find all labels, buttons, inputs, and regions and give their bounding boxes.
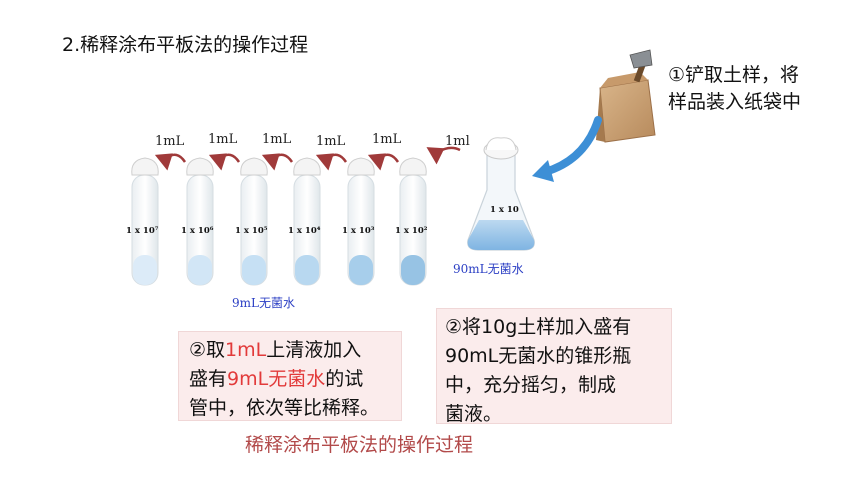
test-tube-1e7 (131, 157, 159, 286)
transfer-arrows (154, 146, 461, 171)
test-tube-1e4 (293, 157, 321, 286)
flask-transfer-label: 1ml (445, 134, 470, 149)
conical-flask (467, 137, 535, 251)
water-highlight: 9mL无菌水 (227, 368, 326, 390)
trowel-icon (629, 49, 653, 83)
test-tube-1e5 (240, 157, 268, 286)
tube-transfer-label: 1mL (372, 132, 402, 147)
step3-box: ②将10g土样加入盛有 90mL无菌水的锥形瓶 中，充分摇匀，制成 菌液。 (436, 308, 672, 425)
tube-water-label: 9mL无菌水 (232, 296, 295, 310)
step3-line: 菌液。 (445, 403, 503, 425)
step1-line: ①铲取土样，将 (668, 64, 800, 86)
test-tube-1e6 (186, 157, 214, 286)
step2-line-1: ②取1mL上清液加入 (189, 339, 362, 361)
test-tube-1e3 (347, 157, 375, 286)
pour-arrow-icon (541, 116, 602, 176)
test-tube-rack (131, 157, 427, 286)
test-tube-1e2 (399, 157, 427, 286)
tube-transfer-label: 1mL (316, 134, 346, 149)
paper-bag-icon (596, 72, 656, 143)
flask-water-label: 90mL无菌水 (453, 262, 524, 276)
step3-line: ②将10g土样加入盛有 (445, 316, 632, 338)
dilution-label: 1 x 10² (395, 226, 428, 236)
step2-box: ②取1mL上清液加入 盛有9mL无菌水的试 管中，依次等比稀释。 (178, 331, 402, 421)
dilution-label: 1 x 10⁵ (235, 226, 268, 236)
step1-line: 样品装入纸袋中 (668, 91, 802, 113)
tube-transfer-label: 1mL (155, 134, 185, 149)
tube-transfer-label: 1mL (262, 132, 292, 147)
dilution-label: 1 x 10³ (342, 226, 375, 236)
step1-text: ①铲取土样，将 样品装入纸袋中 (668, 62, 801, 116)
step3-line: 90mL无菌水的锥形瓶 (445, 345, 632, 367)
figure-caption: 稀释涂布平板法的操作过程 (245, 434, 474, 456)
volume-highlight: 1mL (225, 339, 267, 361)
step2-line-3: 管中，依次等比稀释。 (189, 397, 380, 419)
dilution-label: 1 x 10⁷ (126, 226, 159, 236)
tube-transfer-label: 1mL (208, 132, 238, 147)
page-title: 2.稀释涂布平板法的操作过程 (62, 34, 309, 56)
step2-line-2: 盛有9mL无菌水的试 (189, 368, 364, 390)
flask-dilution-label: 1 x 10 (490, 205, 519, 215)
dilution-label: 1 x 10⁴ (288, 226, 321, 236)
step3-line: 中，充分摇匀，制成 (445, 374, 617, 396)
dilution-label: 1 x 10⁶ (181, 226, 214, 236)
